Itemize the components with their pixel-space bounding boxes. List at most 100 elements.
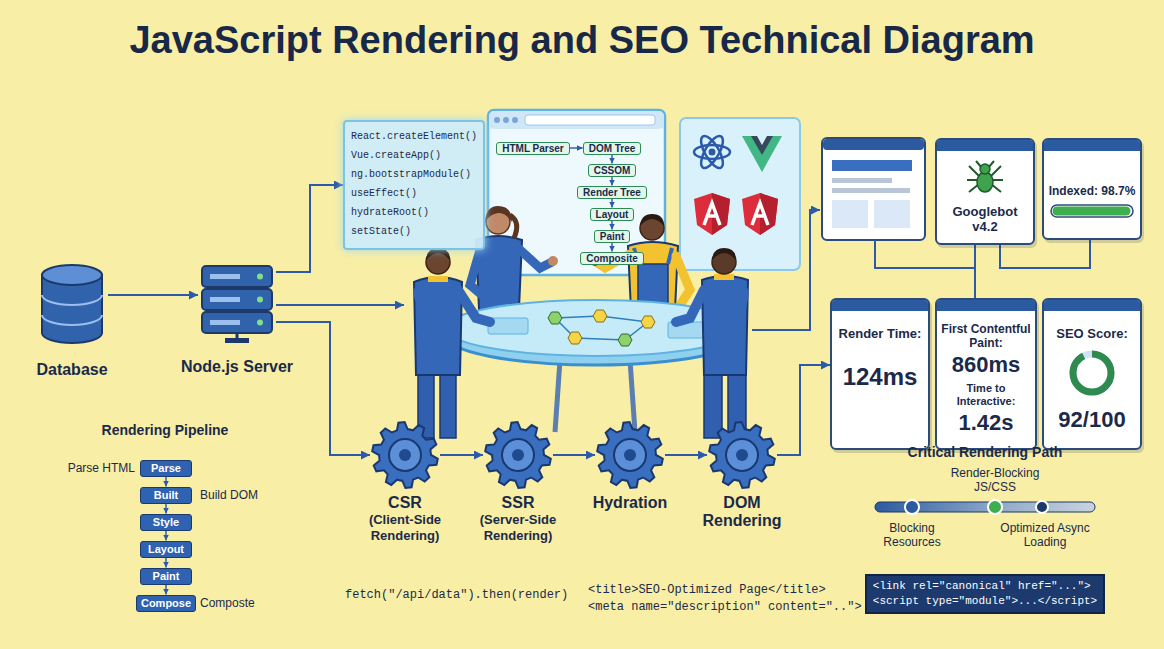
node-text: hydrateRoot()	[351, 203, 477, 222]
shape-part	[502, 439, 534, 471]
gear-icon	[707, 420, 777, 490]
node-text: setState()	[351, 222, 477, 241]
node-text: 92/100	[1058, 407, 1125, 433]
framework-logos-part	[709, 149, 716, 156]
node-text: <link rel="canonical" href="...">	[873, 579, 1097, 594]
gear-icon	[595, 420, 665, 490]
shape-part	[1051, 205, 1133, 217]
worker-front-part	[718, 292, 744, 330]
pipeline-step: Layout	[140, 541, 192, 558]
shape-part	[485, 422, 551, 488]
server-node: Node.js Server	[181, 264, 293, 376]
framework-logos-part	[742, 136, 782, 172]
critical-path-bar	[875, 500, 1095, 514]
section-title: Critical Rendering Path	[908, 444, 1063, 460]
step-note: Build DOM	[200, 488, 258, 502]
diagram-title: JavaScript Rendering and SEO Technical D…	[0, 18, 1164, 62]
webpage-card-part	[822, 138, 925, 240]
worker-front-part	[714, 274, 734, 280]
worker-back-part	[518, 248, 552, 268]
pipeline-step: Style	[140, 514, 192, 531]
connector	[611, 177, 612, 186]
code-snippet: <meta name="description" content="..">	[588, 600, 862, 614]
worker-front-part	[712, 248, 736, 260]
node-text: DOM Tree	[589, 143, 636, 154]
shape-part	[42, 295, 102, 325]
shape-part	[980, 164, 990, 174]
webpage-card-part	[832, 200, 868, 228]
worker-front-part	[458, 290, 490, 322]
framework-logos-part	[694, 193, 730, 235]
progress-bar	[1050, 204, 1134, 218]
shape-part	[512, 449, 524, 461]
node-text: CSSOM	[594, 165, 631, 176]
node-text: Style	[145, 515, 187, 529]
pipeline-step: Compose	[136, 595, 196, 612]
shape-part	[210, 297, 240, 302]
node-text: Node.js Server	[181, 358, 293, 376]
marker-label: Render-Blocking JS/CSS	[940, 466, 1050, 494]
connector	[440, 454, 483, 456]
process-box: Render Tree	[577, 186, 647, 199]
node-text: Hydration	[575, 494, 685, 512]
shape-part	[399, 449, 411, 461]
holo-table-part	[618, 334, 632, 346]
framework-logos-part	[757, 136, 767, 145]
node-text: Indexed: 98.7%	[1049, 184, 1136, 198]
framework-logos	[680, 118, 800, 270]
browser-window-part	[525, 115, 655, 125]
node-text: Vue.createApp()	[351, 146, 477, 165]
shape-part	[257, 297, 263, 303]
shape-part	[257, 274, 263, 280]
card-header-bar	[937, 140, 1033, 151]
holo-table-part	[548, 312, 562, 324]
process-box: Layout	[590, 208, 635, 221]
process-box: HTML Parser	[496, 142, 570, 155]
shape-part	[1073, 354, 1111, 392]
framework-logos-part	[752, 203, 768, 225]
worker-front	[414, 248, 748, 438]
pipeline-step: Parse	[140, 460, 192, 477]
connector	[165, 504, 166, 514]
browser-window-part	[494, 117, 500, 123]
shape-part	[614, 439, 646, 471]
connector	[108, 294, 198, 296]
node-text: Render Tree	[583, 187, 641, 198]
shape-part	[977, 172, 993, 192]
worker-back-part	[485, 206, 512, 222]
node-text: First Contentful Paint:	[940, 322, 1032, 350]
webpage-card-part	[832, 188, 910, 193]
node-text: <script type="module">...</script>	[873, 594, 1097, 609]
marker-label: Optimized Async Loading	[995, 521, 1095, 549]
server-rack	[198, 264, 276, 344]
index-card: Indexed: 98.7%	[1042, 138, 1142, 240]
browser-window-part	[503, 117, 509, 123]
score-ring	[1066, 347, 1118, 399]
card-header-bar	[1044, 300, 1140, 311]
framework-logos-part-part	[697, 133, 727, 171]
node-text: React.createElement()	[351, 127, 477, 146]
shape-part	[225, 338, 249, 343]
worker-front-part	[704, 370, 722, 438]
shape-part	[624, 449, 636, 461]
shape-part	[202, 289, 272, 310]
card-header-bar	[832, 300, 928, 311]
webpage-card	[822, 138, 925, 240]
code-snippet: fetch("/api/data").then(render)	[345, 588, 568, 602]
connector	[553, 454, 595, 456]
node-text: (Client-Side Rendering)	[350, 512, 460, 544]
node-text: HTML Parser	[502, 143, 564, 154]
pipeline-step: Paint	[140, 568, 192, 585]
connector	[611, 199, 612, 208]
node-text: SSR	[463, 494, 573, 512]
metric-card: First Contentful Paint:860msTime to Inte…	[935, 298, 1037, 450]
browser-window-part	[489, 111, 664, 129]
worker-front-part	[440, 370, 456, 438]
shape-part	[210, 274, 240, 279]
shape-part	[372, 422, 438, 488]
webpage-card-part	[874, 200, 910, 228]
node-text: Parse	[145, 461, 187, 475]
gear-node: SSR(Server-Side Rendering)	[463, 420, 573, 544]
critical-path-bar-part	[988, 500, 1002, 514]
